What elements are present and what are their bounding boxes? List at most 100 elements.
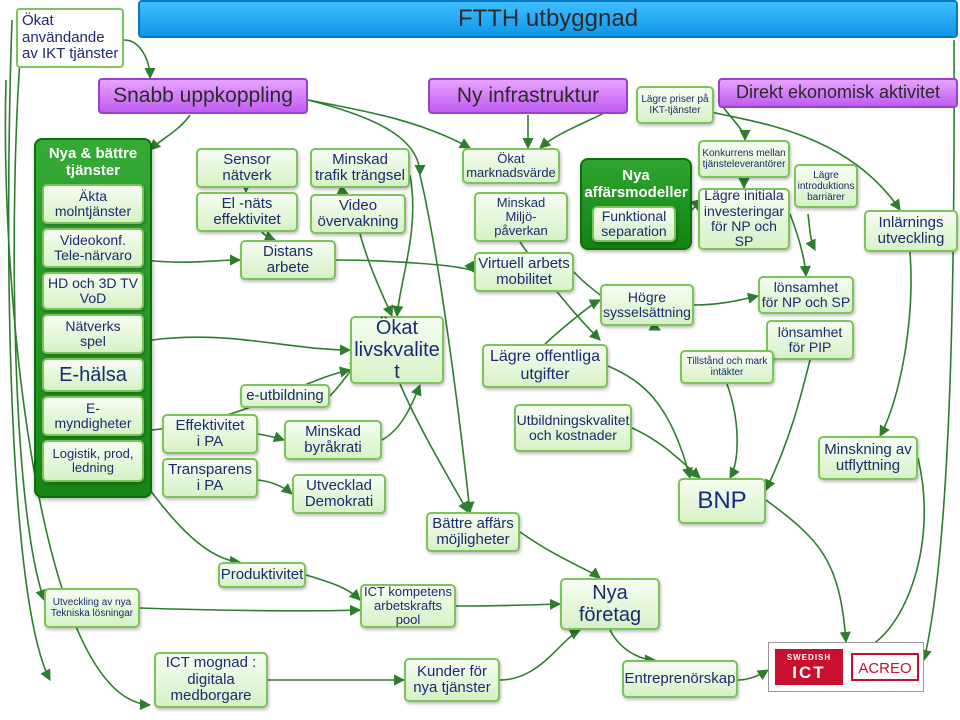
connector-arrow bbox=[392, 174, 414, 318]
node-tillstand-text: Tillstånd och mark intäkter bbox=[686, 356, 768, 378]
header-direkt-text: Direkt ekonomisk aktivitet bbox=[735, 82, 941, 103]
node-offentliga-text: Lägre offentliga utgifter bbox=[489, 348, 600, 383]
connector-arrow bbox=[765, 499, 851, 644]
service-logistik-text: Logistik, prod, ledning bbox=[52, 445, 134, 475]
connector-arrow bbox=[399, 383, 469, 513]
node-offentliga: Lägre offentliga utgifter bbox=[482, 344, 608, 388]
node-utflyttning: Minskning av utflyttning bbox=[818, 436, 918, 480]
node-funktionell: Funktional separation bbox=[592, 206, 676, 242]
node-produktivitet-text: Produktivitet bbox=[220, 565, 304, 583]
node-marknadsvarde: Ökat marknadsvärde bbox=[462, 148, 560, 184]
node-marknadsvarde-text: Ökat marknadsvärde bbox=[466, 150, 556, 180]
node-lonsam-npsp-text: lönsamhet för NP och SP bbox=[761, 278, 851, 310]
node-introd: Lägre introduktions barriärer bbox=[794, 164, 858, 208]
connector-arrow bbox=[789, 213, 811, 278]
node-distans: Distans arbete bbox=[240, 240, 336, 280]
service-logistik: Logistik, prod, ledning bbox=[42, 440, 144, 482]
node-introd-text: Lägre introduktions barriärer bbox=[797, 169, 855, 203]
title-bar: FTTH utbyggnad bbox=[138, 0, 958, 38]
node-sensor: Sensor nätverk bbox=[196, 148, 298, 188]
node-trafik-text: Minskad trafik trängsel bbox=[314, 150, 406, 184]
node-byrakrati: Minskad byråkrati bbox=[284, 420, 382, 460]
node-bnp: BNP bbox=[678, 478, 766, 524]
node-initiala-text: Lägre initiala investeringar för NP och … bbox=[703, 187, 785, 250]
connector-arrow bbox=[307, 99, 426, 177]
node-ictmognad: ICT mognad : digitala medborgare bbox=[154, 652, 268, 708]
node-elnats-text: El -näts effektivitet bbox=[213, 194, 281, 228]
header-snabb-text: Snabb uppkoppling bbox=[113, 84, 293, 108]
node-tillstand: Tillstånd och mark intäkter bbox=[680, 350, 774, 384]
swedish-ict-logo: SWEDISH ICT bbox=[775, 649, 843, 685]
node-entrepren: Entreprenörskap bbox=[622, 660, 738, 698]
connector-arrow bbox=[920, 39, 955, 662]
node-affarer-text: Bättre affärs möjligheter bbox=[432, 514, 514, 548]
node-effektivitet-text: Effektivitet i PA bbox=[175, 416, 245, 450]
node-transparens-text: Transparens i PA bbox=[168, 460, 252, 494]
node-livskvalitet-text: Ökat livskvalite t bbox=[354, 317, 440, 383]
node-entrepren-text: Entreprenörskap bbox=[624, 669, 736, 687]
title-text: FTTH utbyggnad bbox=[457, 4, 639, 32]
service-videokonf: Videokonf. Tele-närvaro bbox=[42, 228, 144, 268]
node-utveckling: Utveckling av nya Tekniska lösningar bbox=[44, 588, 140, 628]
logo-area: SWEDISH ICT ACREO bbox=[768, 642, 924, 692]
connector-arrow bbox=[879, 251, 912, 437]
service-hd: HD och 3D TV VoD bbox=[42, 272, 144, 310]
node-ictkomp: ICT kompetens arbetskrafts pool bbox=[360, 584, 456, 628]
node-distans-text: Distans arbete bbox=[262, 242, 314, 276]
node-eutbildning: e-utbildning bbox=[240, 384, 330, 408]
node-utbkval-text: Utbildningskvalitet och kostnader bbox=[516, 411, 630, 443]
connector-arrow bbox=[607, 365, 693, 480]
connector-arrow bbox=[123, 39, 156, 80]
connector-arrow bbox=[307, 99, 471, 149]
node-demokrati: Utvecklad Demokrati bbox=[292, 474, 386, 514]
connector-arrow bbox=[693, 292, 760, 306]
node-bnp-text: BNP bbox=[697, 486, 747, 514]
service-moln-text: Äkta molntjänster bbox=[54, 187, 132, 219]
node-lonsam-pip-text: lönsamhet för PIP bbox=[777, 323, 843, 355]
node-ictmognad-text: ICT mognad : digitala medborgare bbox=[165, 654, 257, 705]
swedish-ict-logo-bottom: ICT bbox=[792, 663, 826, 682]
node-video: Video övervakning bbox=[310, 194, 406, 234]
service-moln: Äkta molntjänster bbox=[42, 184, 144, 224]
connector-arrow bbox=[139, 604, 362, 616]
node-lonsam-pip: lönsamhet för PIP bbox=[766, 320, 854, 360]
swedish-ict-logo-top: SWEDISH bbox=[786, 653, 832, 662]
connector-arrow bbox=[7, 19, 51, 681]
node-transparens: Transparens i PA bbox=[162, 458, 258, 498]
node-kunder: Kunder för nya tjänster bbox=[404, 658, 500, 702]
node-demokrati-text: Utvecklad Demokrati bbox=[304, 476, 374, 510]
connector-arrow bbox=[335, 259, 475, 273]
connector-arrow bbox=[454, 598, 562, 610]
service-videokonf-text: Videokonf. Tele-närvaro bbox=[54, 231, 132, 263]
node-konkurrens-text: Konkurrens mellan tjänsteleverantörer bbox=[702, 148, 786, 170]
node-sysselsattning: Högre sysselsättning bbox=[600, 284, 694, 326]
node-inlarnings: Inlärnings utveckling bbox=[864, 210, 958, 252]
connector-arrow bbox=[609, 629, 657, 666]
service-hd-text: HD och 3D TV VoD bbox=[48, 274, 138, 306]
connector-arrow bbox=[149, 489, 242, 567]
node-utveckling-text: Utveckling av nya Tekniska lösningar bbox=[50, 597, 134, 619]
node-utbkval: Utbildningskvalitet och kostnader bbox=[514, 404, 632, 452]
node-virtuell: Virtuell arbets mobilitet bbox=[474, 252, 574, 292]
connector-arrow bbox=[805, 213, 816, 252]
node-livskvalitet: Ökat livskvalite t bbox=[350, 316, 444, 384]
node-eutbildning-text: e-utbildning bbox=[246, 386, 324, 404]
service-emynd: E- myndigheter bbox=[42, 396, 144, 436]
service-natverk: Nätverks spel bbox=[42, 314, 144, 354]
node-nyaaff-text: Nya affärsmodeller bbox=[584, 167, 688, 201]
node-nyaforetag: Nya företag bbox=[560, 578, 660, 630]
service-ehalsa-text: E-hälsa bbox=[59, 364, 127, 386]
connector-arrow bbox=[13, 59, 47, 602]
node-funktionell-text: Funktional separation bbox=[601, 207, 667, 239]
connector-arrow bbox=[151, 336, 352, 356]
connector-arrow bbox=[519, 531, 601, 579]
connector-arrow bbox=[690, 198, 701, 212]
node-trafik: Minskad trafik trängsel bbox=[310, 148, 410, 188]
service-natverk-text: Nätverks spel bbox=[65, 317, 121, 349]
connector-arrow bbox=[257, 479, 293, 495]
connector-arrow bbox=[257, 431, 286, 443]
node-kunder-text: Kunder för nya tjänster bbox=[413, 662, 491, 696]
header-ny-infra: Ny infrastruktur bbox=[428, 78, 628, 114]
services-heading: Nya & bättre tjänster bbox=[48, 145, 138, 179]
node-inlarnings-text: Inlärnings utveckling bbox=[877, 213, 945, 247]
